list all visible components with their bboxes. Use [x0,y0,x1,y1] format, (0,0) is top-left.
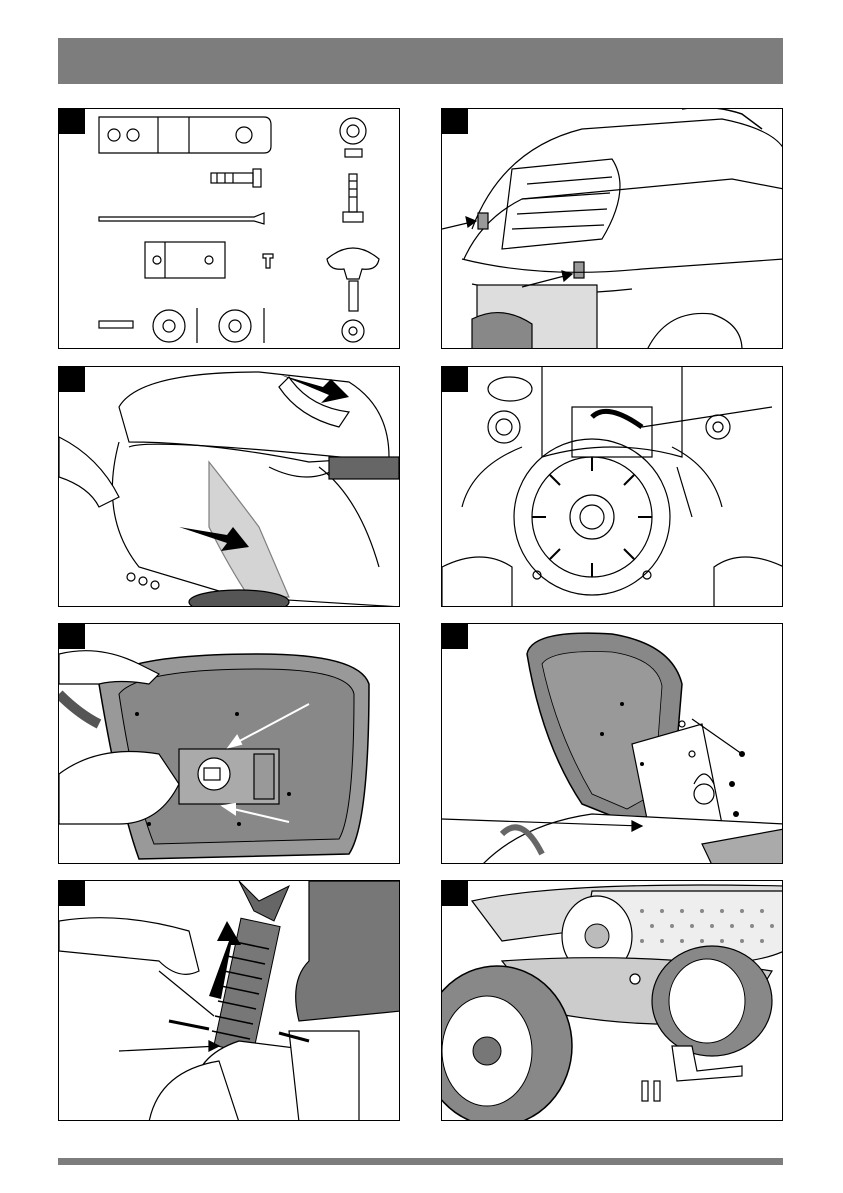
figure-number-badge [442,367,468,392]
parts-kit-illustration [59,109,400,349]
figure-number-badge [442,109,468,134]
figure-number-badge [59,367,85,392]
figure-number-badge [59,624,85,649]
page-header-bar [58,38,783,84]
figure-steering-bellows [58,880,400,1121]
figure-hood-clips [441,108,783,349]
seat-bracket-illustration [442,624,783,864]
figure-mower-deck [441,880,783,1121]
remove-hood-illustration [59,367,400,607]
figure-parts-kit [58,108,400,349]
figure-remove-hood [58,366,400,607]
mower-deck-illustration [442,881,783,1121]
figure-number-badge [59,109,85,134]
figure-number-badge [442,624,468,649]
steering-bellows-illustration [59,881,400,1121]
hood-clips-illustration [442,109,783,349]
figure-seat-bracket [441,623,783,864]
figure-number-badge [442,881,468,906]
figure-number-badge [59,881,85,906]
battery-compartment-illustration [442,367,783,607]
figure-battery-compartment [441,366,783,607]
seat-switch-illustration [59,624,400,864]
page-footer-bar [58,1158,783,1165]
figure-seat-switch [58,623,400,864]
